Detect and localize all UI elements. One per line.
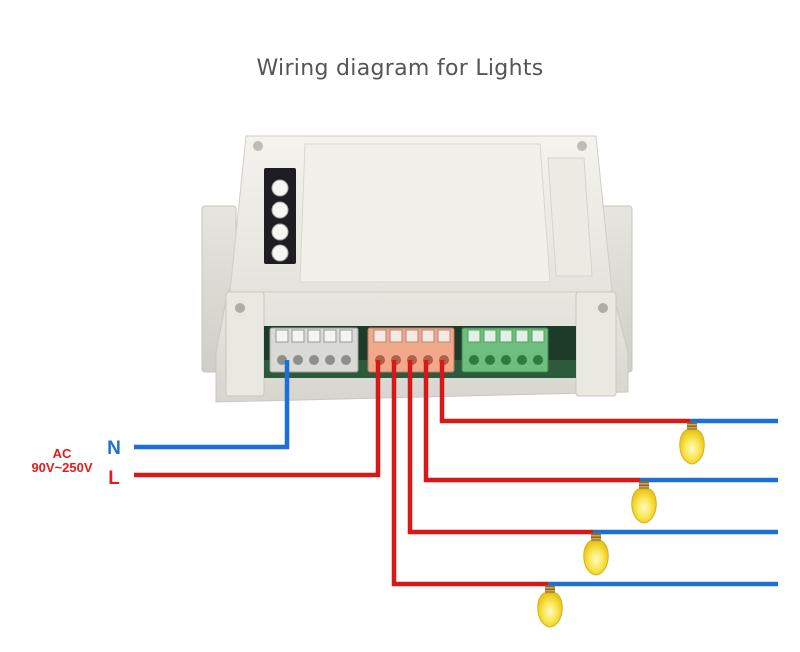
bulb-icon — [583, 533, 609, 576]
button-2 — [271, 201, 289, 219]
neutral-supply-wire — [134, 360, 290, 450]
button-1 — [271, 179, 289, 197]
housing-rib — [547, 157, 593, 277]
screw-hole — [598, 303, 608, 313]
button-4 — [271, 244, 289, 262]
wires — [134, 360, 778, 587]
live-wire-light-2 — [423, 360, 640, 483]
screw-hole — [235, 303, 245, 313]
live-supply-wire — [134, 360, 381, 478]
terminal-block-input — [269, 327, 359, 373]
corner-post-right — [575, 291, 617, 397]
ac-label: AC — [53, 446, 72, 461]
bulb-icon — [679, 422, 705, 465]
diagram-title: Wiring diagram for Lights — [256, 56, 544, 81]
screw-hole — [577, 141, 587, 151]
housing-lid — [299, 143, 551, 283]
bulb-icon — [537, 585, 563, 628]
voltage-label: 90V~250V — [31, 460, 92, 475]
live-wire-light-4 — [391, 360, 548, 587]
live-label: L — [108, 468, 120, 489]
live-wire-light-3 — [407, 360, 593, 535]
corner-post-left — [225, 291, 265, 397]
neutral-label: N — [107, 438, 121, 459]
live-wire-light-1 — [439, 360, 690, 424]
bulb-icon — [631, 481, 657, 524]
button-3 — [271, 223, 289, 241]
screw-hole — [253, 141, 263, 151]
terminal-block-aux — [461, 327, 549, 373]
